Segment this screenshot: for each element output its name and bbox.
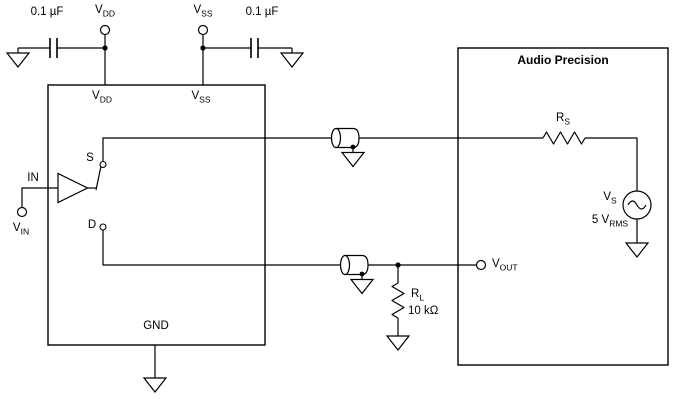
junction-dot [350, 144, 356, 150]
switch-contact-d [99, 223, 107, 231]
sine-wave-icon [627, 200, 647, 210]
wire-s-to-rs [102, 137, 543, 162]
switch-arm [95, 166, 102, 191]
decoupling-cap-left [49, 38, 58, 58]
switch-contact-s [99, 160, 107, 169]
in-label: IN [27, 172, 39, 184]
rl-label: RL [411, 288, 425, 303]
ground-symbol [280, 47, 304, 68]
vs-label: VS [603, 191, 617, 206]
dut-vss-pin-label: VSS [191, 90, 211, 105]
input-buffer [57, 172, 89, 204]
rl-resistor [391, 282, 405, 319]
junction-dot [359, 271, 365, 277]
coax-cable-top [330, 127, 360, 149]
dut-box [47, 84, 266, 346]
ground-symbol [143, 372, 167, 393]
ground-symbol [350, 273, 374, 295]
coax-cable-bottom [339, 254, 369, 276]
vdd-terminal [99, 24, 111, 36]
decoupling-cap-right [250, 38, 259, 58]
vin-terminal-label: VIN [12, 222, 30, 237]
wire-rs-to-vs [585, 137, 638, 191]
rl-value-label: 10 kΩ [408, 305, 439, 317]
vout-terminal [475, 259, 487, 271]
ground-symbol [341, 146, 365, 168]
wire-input [21, 187, 58, 208]
switch-d-label: D [87, 219, 97, 231]
coax-bottom-end [339, 254, 351, 276]
wire-vdd-supply [18, 34, 106, 85]
junction-dots [102, 45, 401, 277]
vdd-terminal-label: VDD [95, 4, 115, 19]
cap-right-value-label: 0.1 µF [245, 6, 279, 18]
coax-top-end [330, 127, 342, 149]
junction-dot [102, 45, 108, 51]
rs-resistor [542, 131, 586, 145]
dut-vdd-pin-label: VDD [92, 90, 112, 105]
switch-s-label: S [86, 152, 94, 164]
wire-vss-supply [202, 34, 292, 85]
audio-precision-title: Audio Precision [517, 53, 609, 67]
vss-terminal [197, 24, 209, 36]
junction-dot [200, 45, 206, 51]
vin-terminal [16, 206, 28, 218]
dut-gnd-label: GND [143, 320, 169, 332]
rs-label: RS [556, 112, 570, 127]
vs-value-label: 5 VRMS [591, 214, 629, 229]
ground-symbol [386, 330, 410, 351]
cap-left-value-label: 0.1 µF [30, 6, 64, 18]
vss-terminal-label: VSS [193, 4, 213, 19]
junction-dot [395, 262, 401, 268]
vout-terminal-label: VOUT [492, 258, 518, 273]
ground-symbol [6, 47, 30, 68]
